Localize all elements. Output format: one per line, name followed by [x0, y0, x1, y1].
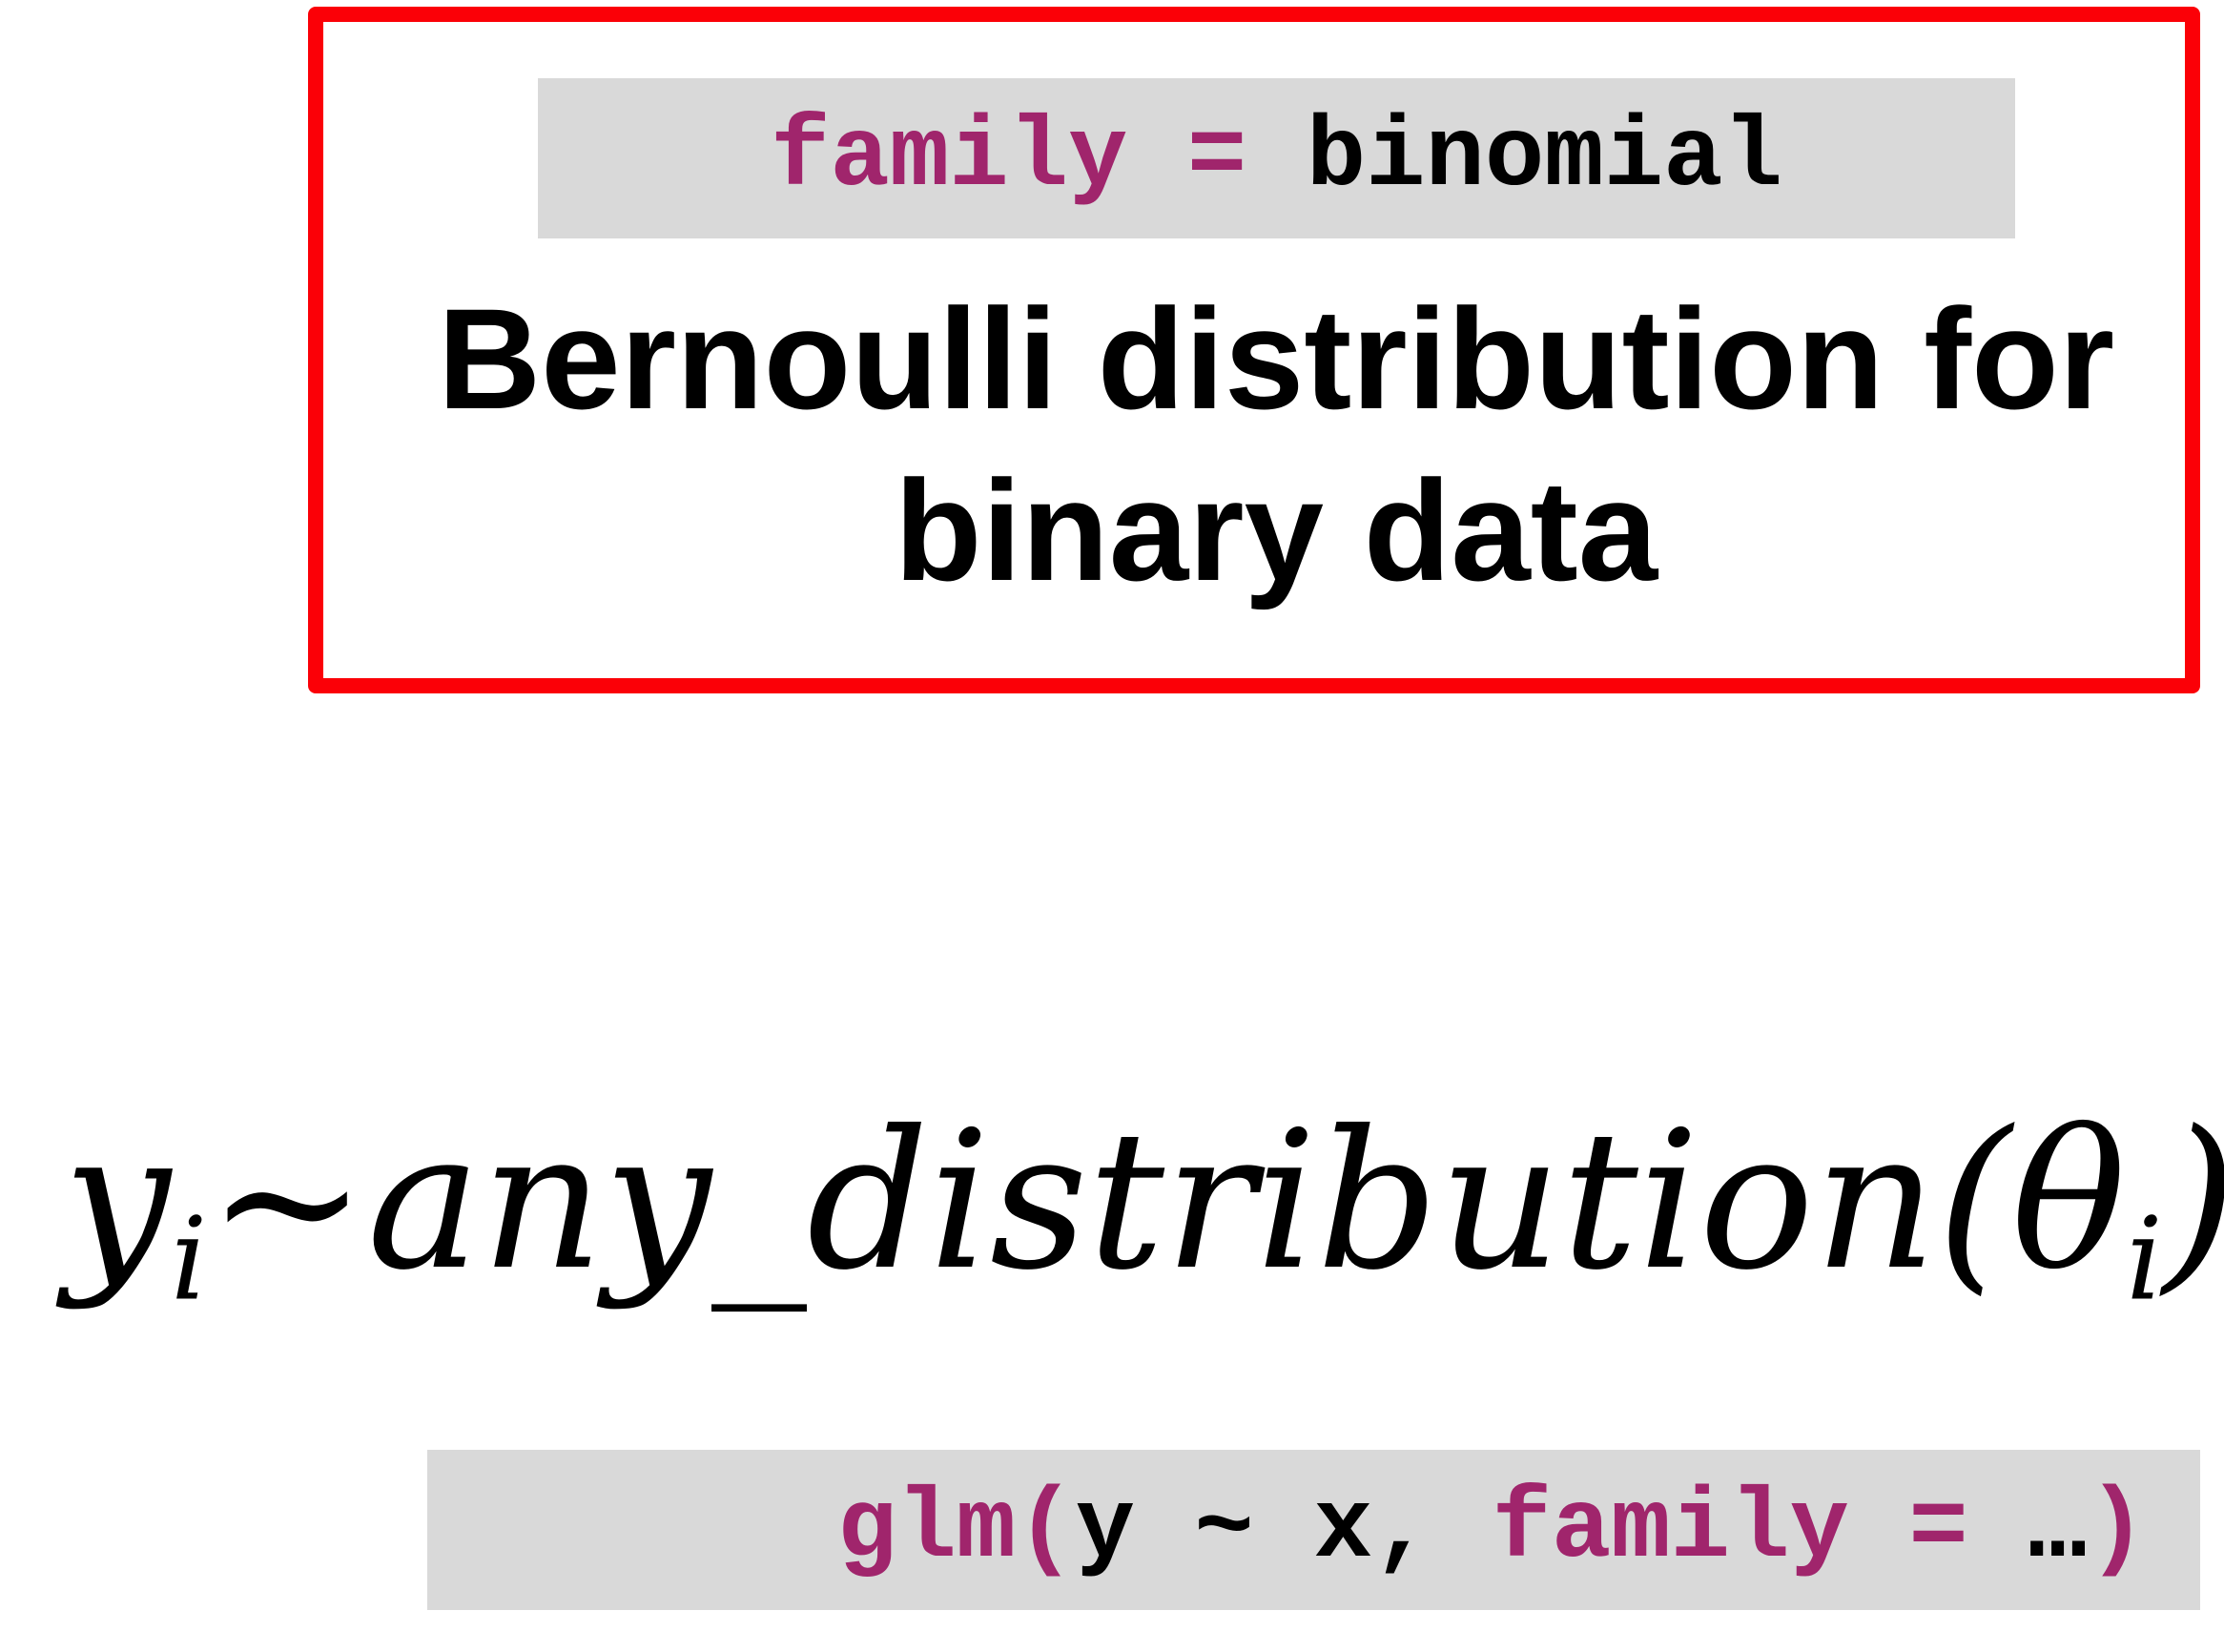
glm-close-paren: ): [2087, 1474, 2147, 1586]
binomial-value: binomial: [1306, 102, 1782, 215]
formula-theta-subscript-i: i: [2126, 1193, 2163, 1327]
formula-tilde: ~: [207, 1090, 367, 1312]
family-keyword: family: [771, 102, 1128, 215]
glm-family-keyword: family: [1492, 1474, 1849, 1586]
glm-function: glm(: [836, 1474, 1076, 1586]
formula-close-paren: ): [2163, 1090, 2224, 1312]
glm-ellipsis: …: [2028, 1474, 2088, 1586]
family-code-snippet: family = binomial: [538, 78, 2015, 238]
formula-y: y: [63, 1090, 171, 1312]
formula-subscript-i: i: [171, 1193, 208, 1327]
glm-equals-operator: =: [1848, 1474, 2028, 1586]
glm-args: y ~ x,: [1075, 1474, 1493, 1586]
callout-heading: Bernoulli distribution for binary data: [308, 273, 2224, 616]
formula-distribution: any_distribution(θ: [366, 1090, 2127, 1312]
callout-box: [308, 7, 2200, 693]
distribution-formula: yi~any_distribution(θi): [63, 1106, 2224, 1318]
glm-code-snippet: glm(y ~ x, family = …): [427, 1450, 2200, 1610]
heading-line-1: Bernoulli distribution for: [437, 279, 2115, 439]
heading-line-2: binary data: [894, 450, 1658, 610]
equals-operator: =: [1127, 102, 1307, 215]
